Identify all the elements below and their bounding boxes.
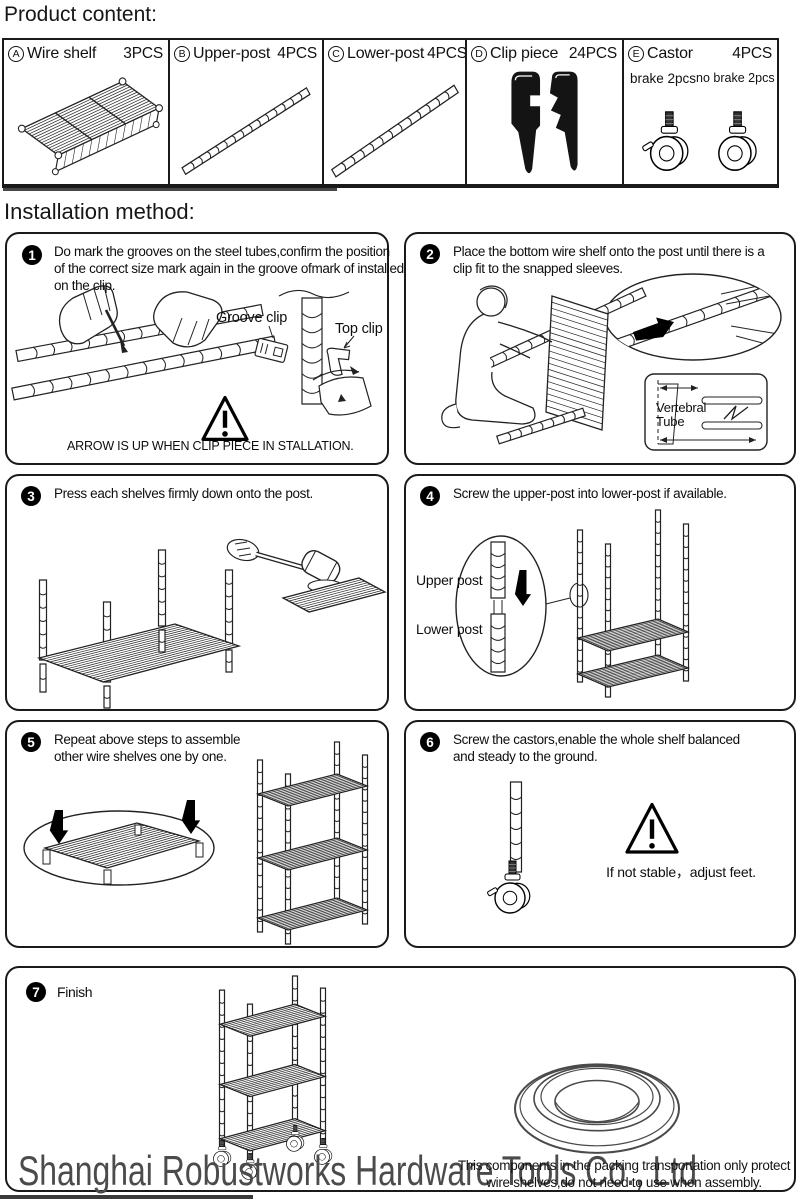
circled-letter-b-icon: B bbox=[174, 46, 190, 62]
step-2-illustration bbox=[406, 234, 794, 463]
company-name: Shanghai Robustworks Hardware Tools Co.,… bbox=[18, 1147, 697, 1194]
part-cell-castor: E Castor 4PCS brake 2pcs no brake 2pcs bbox=[624, 40, 777, 184]
bottom-scan-bar bbox=[0, 1195, 253, 1199]
part-header-upper-post: B Upper-post 4PCS bbox=[170, 40, 322, 63]
packing-note-line-1: This components in the packing transport… bbox=[457, 1158, 791, 1173]
step-4-box: 4 Screw the upper-post into lower-post i… bbox=[404, 474, 796, 711]
step-7-text: Finish bbox=[57, 984, 93, 1000]
step-2-text: Place the bottom wire shelf onto the pos… bbox=[453, 244, 765, 276]
step-4-illustration bbox=[406, 476, 794, 709]
step-6-number-badge: 6 bbox=[420, 732, 440, 752]
part-name-clip-piece: Clip piece bbox=[490, 45, 559, 62]
step-1-caption: ARROW IS UP WHEN CLIP PIECE IN STALLATIO… bbox=[67, 439, 354, 453]
top-clip-label: Top clip bbox=[335, 321, 383, 337]
vertebral-tube-label: Vertebral Tube bbox=[656, 400, 707, 429]
product-content-table: A Wire shelf 3PCS B Upper-post 4PCS C Lo… bbox=[2, 38, 779, 188]
packing-note-line-2: wire shelves,do not need to use when ass… bbox=[486, 1175, 762, 1190]
step-6-text: Screw the castors,enable the whole shelf… bbox=[453, 732, 740, 764]
step-4-text: Screw the upper-post into lower-post if … bbox=[453, 486, 727, 501]
castor-drawing bbox=[624, 86, 777, 184]
upper-post-drawing bbox=[170, 63, 322, 184]
part-qty-lower-post: 4PCS bbox=[427, 45, 467, 62]
part-name-upper-post: Upper-post bbox=[193, 45, 271, 62]
step-1-illustration bbox=[7, 234, 387, 463]
no-brake-label: no brake 2pcs bbox=[696, 71, 775, 85]
installation-method-heading: Installation method: bbox=[4, 199, 195, 224]
step-3-illustration bbox=[7, 476, 387, 709]
part-header-lower-post: C Lower-post 4PCS bbox=[324, 40, 465, 63]
part-header-wire-shelf: A Wire shelf 3PCS bbox=[4, 40, 168, 63]
step-5-illustration bbox=[7, 722, 387, 946]
product-content-heading: Product content: bbox=[4, 3, 157, 26]
lower-post-label: Lower post bbox=[416, 621, 483, 637]
part-qty-castor: 4PCS bbox=[732, 45, 772, 62]
step-1-box: 1 Do mark the grooves on the steel tubes… bbox=[5, 232, 404, 465]
groove-clip-label: Groove clip bbox=[216, 310, 288, 326]
part-cell-wire-shelf: A Wire shelf 3PCS bbox=[4, 40, 170, 184]
part-qty-upper-post: 4PCS bbox=[277, 45, 317, 62]
clip-piece-drawing bbox=[467, 63, 622, 184]
part-cell-upper-post: B Upper-post 4PCS bbox=[170, 40, 324, 184]
step-6-box: 6 Screw the castors,enable the whole she… bbox=[404, 720, 796, 948]
step-6-illustration bbox=[406, 722, 794, 946]
part-qty-clip-piece: 24PCS bbox=[568, 45, 617, 62]
step-7-illustration bbox=[7, 968, 794, 1190]
part-qty-wire-shelf: 3PCS bbox=[123, 45, 163, 62]
part-name-castor: Castor bbox=[647, 45, 693, 62]
circled-letter-e-icon: E bbox=[628, 46, 644, 62]
step-5-text: Repeat above steps to assemble other wir… bbox=[54, 732, 241, 764]
step-7-box: 7 Finish bbox=[5, 966, 796, 1192]
step-5-box: 5 Repeat above steps to assemble other w… bbox=[5, 720, 389, 948]
step-4-number-badge: 4 bbox=[420, 486, 440, 506]
part-cell-clip-piece: D Clip piece 24PCS bbox=[467, 40, 624, 184]
part-header-clip-piece: D Clip piece 24PCS bbox=[467, 40, 622, 63]
circled-letter-c-icon: C bbox=[328, 46, 344, 62]
step-1-text: Do mark the grooves on the steel tubes,c… bbox=[54, 244, 404, 293]
brake-label: brake 2pcs bbox=[630, 71, 697, 86]
step-3-number-badge: 3 bbox=[21, 486, 41, 506]
part-name-wire-shelf: Wire shelf bbox=[27, 45, 97, 62]
part-header-castor: E Castor 4PCS bbox=[624, 40, 777, 63]
step-1-number-badge: 1 bbox=[22, 245, 42, 265]
part-cell-lower-post: C Lower-post 4PCS bbox=[324, 40, 467, 184]
wire-shelf-drawing bbox=[4, 63, 168, 184]
step-7-number-badge: 7 bbox=[26, 982, 46, 1002]
upper-post-label: Upper post bbox=[416, 572, 483, 588]
castor-sub-labels: brake 2pcs no brake 2pcs bbox=[624, 63, 777, 86]
table-shadow-bar bbox=[3, 188, 337, 191]
step-6-caption: If not stable，adjust feet. bbox=[606, 864, 756, 880]
step-3-box: 3 Press each shelves firmly down onto th… bbox=[5, 474, 389, 711]
part-name-lower-post: Lower-post bbox=[347, 45, 425, 62]
circled-letter-a-icon: A bbox=[8, 46, 24, 62]
lower-post-drawing bbox=[324, 63, 465, 184]
step-2-box: 2 Place the bottom wire shelf onto the p… bbox=[404, 232, 796, 465]
step-5-number-badge: 5 bbox=[21, 732, 41, 752]
circled-letter-d-icon: D bbox=[471, 46, 487, 62]
step-3-text: Press each shelves firmly down onto the … bbox=[54, 486, 313, 501]
packing-note: This components in the packing transport… bbox=[450, 1157, 798, 1191]
step-2-number-badge: 2 bbox=[420, 244, 440, 264]
